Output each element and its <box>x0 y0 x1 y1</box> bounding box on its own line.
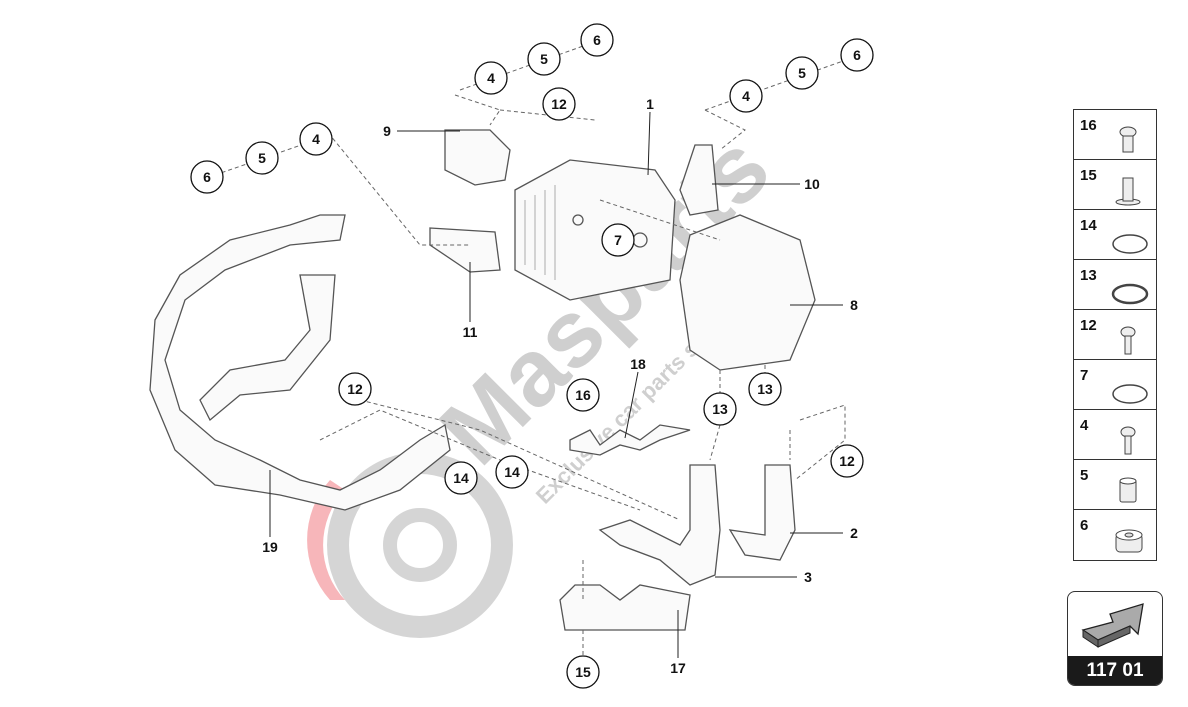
svg-text:12: 12 <box>839 453 855 469</box>
svg-text:6: 6 <box>203 169 211 185</box>
svg-text:12: 12 <box>347 381 363 397</box>
svg-text:15: 15 <box>575 664 591 680</box>
svg-text:14: 14 <box>453 470 469 486</box>
pipe-19-branch[interactable] <box>199 274 336 422</box>
parts-legend: 16 15 14 13 12 7 4 5 6 <box>1073 109 1157 561</box>
legend-number: 5 <box>1080 467 1089 484</box>
part-label-9[interactable]: 9 <box>383 123 391 139</box>
callout-5[interactable]: 5 <box>785 56 819 90</box>
bracket-10[interactable] <box>679 144 719 216</box>
svg-text:5: 5 <box>258 150 266 166</box>
next-page-button[interactable]: 117 01 <box>1067 591 1163 686</box>
legend-number: 7 <box>1080 367 1089 384</box>
legend-number: 6 <box>1080 517 1089 534</box>
next-page-arrow-icon <box>1081 603 1144 648</box>
svg-text:6: 6 <box>593 32 601 48</box>
legend-item-14[interactable]: 14 <box>1074 210 1156 260</box>
pipe-19[interactable] <box>149 214 451 511</box>
callout-14[interactable]: 14 <box>444 461 478 495</box>
legend-number: 4 <box>1080 417 1089 434</box>
callout-5[interactable]: 5 <box>245 141 279 175</box>
bolt-icon <box>1120 426 1136 455</box>
part-label-1[interactable]: 1 <box>646 96 654 112</box>
svg-text:13: 13 <box>712 401 728 417</box>
legend-number: 13 <box>1080 267 1097 284</box>
stud-icon <box>1115 177 1141 206</box>
callout-6[interactable]: 6 <box>840 38 874 72</box>
legend-number: 15 <box>1080 167 1097 184</box>
legend-number: 12 <box>1080 317 1097 334</box>
svg-text:7: 7 <box>614 232 622 248</box>
callout-12[interactable]: 12 <box>338 372 372 406</box>
callout-14[interactable]: 14 <box>495 455 529 489</box>
part-label-17[interactable]: 17 <box>670 660 686 676</box>
callout-6[interactable]: 6 <box>580 23 614 57</box>
callout-4[interactable]: 4 <box>299 122 333 156</box>
svg-text:4: 4 <box>487 70 495 86</box>
svg-text:14: 14 <box>504 464 520 480</box>
callout-12[interactable]: 12 <box>830 444 864 478</box>
callout-15[interactable]: 15 <box>566 655 600 689</box>
part-label-8[interactable]: 8 <box>850 297 858 313</box>
page-number: 117 01 <box>1068 656 1162 685</box>
bracket-11[interactable] <box>429 227 501 273</box>
svg-text:5: 5 <box>540 51 548 67</box>
callout-7[interactable]: 7 <box>601 223 635 257</box>
legend-item-5[interactable]: 5 <box>1074 460 1156 510</box>
legend-number: 16 <box>1080 117 1097 134</box>
pipe-3[interactable] <box>598 464 721 586</box>
svg-text:5: 5 <box>798 65 806 81</box>
legend-number: 14 <box>1080 217 1097 234</box>
legend-item-6[interactable]: 6 <box>1074 510 1156 560</box>
legend-item-4[interactable]: 4 <box>1074 410 1156 460</box>
svg-text:16: 16 <box>575 387 591 403</box>
part-label-10[interactable]: 10 <box>804 176 820 192</box>
bracket-17[interactable] <box>559 584 691 631</box>
bolt-icon <box>1120 326 1136 355</box>
callout-13[interactable]: 13 <box>748 372 782 406</box>
bolt-flange-icon <box>1119 126 1137 153</box>
part-label-18[interactable]: 18 <box>630 356 646 372</box>
seal-ring-icon <box>1111 283 1149 305</box>
legend-item-16[interactable]: 16 <box>1074 110 1156 160</box>
callout-13[interactable]: 13 <box>703 392 737 426</box>
legend-item-13[interactable]: 13 <box>1074 260 1156 310</box>
part-label-3[interactable]: 3 <box>804 569 812 585</box>
part-label-2[interactable]: 2 <box>850 525 858 541</box>
svg-text:4: 4 <box>312 131 320 147</box>
part-label-11[interactable]: 11 <box>463 324 478 340</box>
callout-4[interactable]: 4 <box>729 79 763 113</box>
sleeve-icon <box>1119 477 1137 503</box>
rubber-mount-icon <box>1115 529 1143 553</box>
oil-cooler[interactable] <box>514 159 676 301</box>
svg-text:4: 4 <box>742 88 750 104</box>
legend-item-7[interactable]: 7 <box>1074 360 1156 410</box>
callout-5[interactable]: 5 <box>527 42 561 76</box>
pipe-2[interactable] <box>728 464 796 561</box>
legend-item-12[interactable]: 12 <box>1074 310 1156 360</box>
svg-text:6: 6 <box>853 47 861 63</box>
legend-item-15[interactable]: 15 <box>1074 160 1156 210</box>
callout-6[interactable]: 6 <box>190 160 224 194</box>
bracket-18[interactable] <box>569 424 691 456</box>
callout-4[interactable]: 4 <box>474 61 508 95</box>
svg-text:13: 13 <box>757 381 773 397</box>
part-label-19[interactable]: 19 <box>262 539 278 555</box>
o-ring-icon <box>1112 384 1148 404</box>
callout-16[interactable]: 16 <box>566 378 600 412</box>
svg-text:12: 12 <box>551 96 567 112</box>
housing-8[interactable] <box>679 214 816 371</box>
bracket-9[interactable] <box>444 129 511 186</box>
callout-12[interactable]: 12 <box>542 87 576 121</box>
o-ring-icon <box>1112 234 1148 254</box>
